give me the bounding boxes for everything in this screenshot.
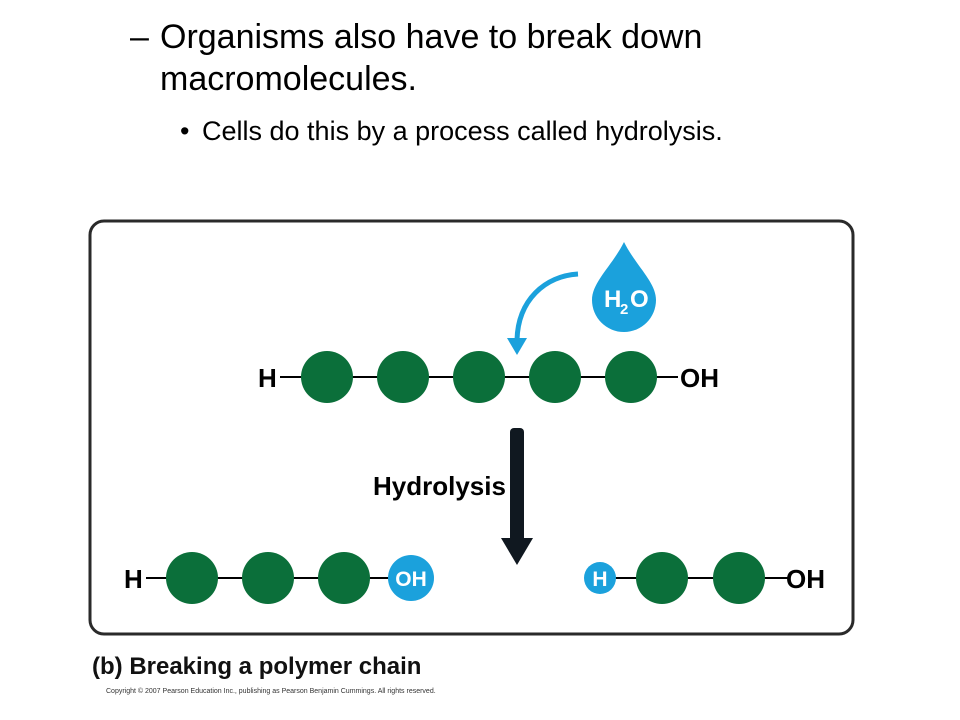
bottom-left-h-label: H [124,564,143,594]
bottom-right-polymer: H OH [584,552,825,604]
monomer [713,552,765,604]
dash-bullet: – [130,18,149,56]
figure-caption: (b) Breaking a polymer chain [92,653,421,680]
bullet-text-line1: Organisms also have to break down [160,18,703,56]
monomer [529,351,581,403]
monomer [242,552,294,604]
diagram-frame [88,219,855,636]
sub-bullet-text: Cells do this by a process called hydrol… [202,116,723,146]
monomer [377,351,429,403]
top-oh-label: OH [680,363,719,393]
water-h: H [604,286,621,313]
h-group [584,562,616,594]
monomer [636,552,688,604]
bottom-right-h-label: H [592,568,607,591]
down-arrow-icon [501,428,533,565]
bullet-text-line2: macromolecules. [160,60,417,98]
water-subscript: 2 [620,301,628,318]
bottom-left-oh-label: OH [395,568,427,591]
oh-group [388,555,434,601]
dot-bullet: • [180,116,190,146]
monomer [453,351,505,403]
top-h-label: H [258,363,277,393]
water-o: O [630,286,649,313]
bottom-left-polymer: H OH [124,552,434,604]
monomer [605,351,657,403]
bottom-right-oh-label: OH [786,564,825,594]
monomer [318,552,370,604]
curved-arrow-icon [507,271,579,355]
top-polymer: H OH [258,351,719,403]
monomer [166,552,218,604]
copyright-text: Copyright © 2007 Pearson Education Inc.,… [106,687,436,695]
water-drop-icon: H 2 O [592,242,656,332]
hydrolysis-label: Hydrolysis [373,471,506,501]
monomer [301,351,353,403]
